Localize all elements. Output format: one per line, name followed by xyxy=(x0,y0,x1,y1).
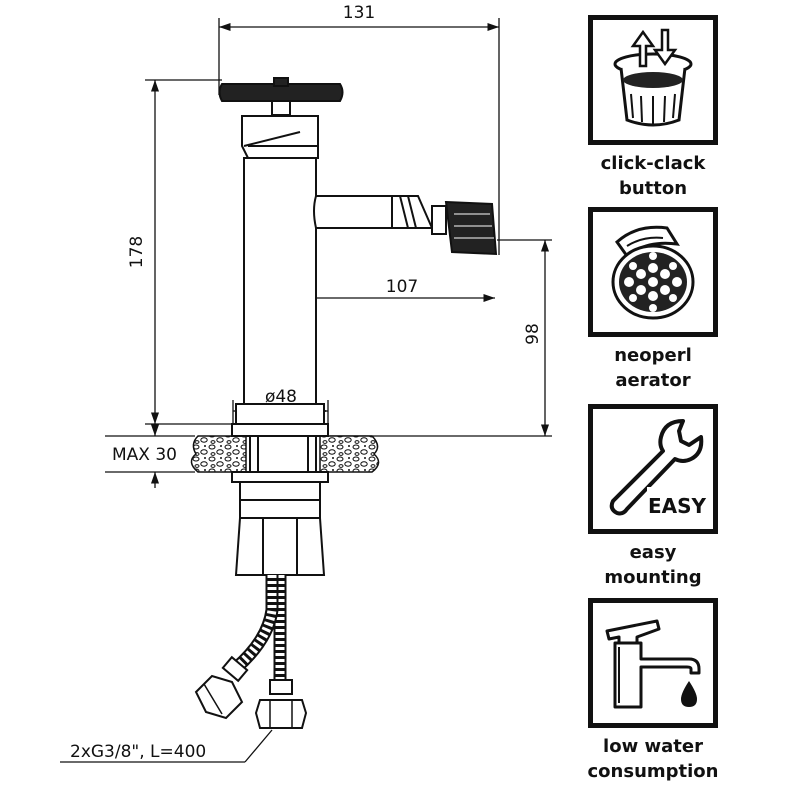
feature-click-clack: click-clack button xyxy=(578,15,728,201)
width-total-label: 131 xyxy=(343,3,375,23)
feature-low-water: low water consumption xyxy=(578,598,728,784)
feature-label-line2: consumption xyxy=(587,761,719,782)
spout-reach-label: 107 xyxy=(386,277,418,297)
feature-label-line1: easy xyxy=(629,542,677,563)
wrench-icon: EASY xyxy=(609,419,707,519)
feature-label-line2: button xyxy=(618,178,688,199)
feature-label-line2: aerator xyxy=(615,370,691,391)
max-thickness-label: MAX 30 xyxy=(112,445,177,465)
countertop xyxy=(190,435,380,473)
feature-box xyxy=(588,207,718,337)
spout-height-label: 98 xyxy=(523,323,543,345)
feature-label: neoperl aerator xyxy=(578,343,728,393)
hoses xyxy=(194,575,308,729)
feature-label: click-clack button xyxy=(578,151,728,201)
feature-box xyxy=(588,598,718,728)
feature-label-line1: low water xyxy=(603,736,703,757)
feature-label-line1: neoperl xyxy=(614,345,692,366)
feature-label: low water consumption xyxy=(578,734,728,784)
feature-easy-mounting: EASY easy mounting xyxy=(578,404,728,590)
hoses-label: 2xG3/8", L=400 xyxy=(70,742,206,762)
feature-label: easy mounting xyxy=(578,540,728,590)
faucet-technical-drawing: 131 178 107 98 ø48 MAX 30 2xG3/8", L=400 xyxy=(60,3,552,763)
feature-aerator: neoperl aerator xyxy=(578,207,728,393)
easy-badge: EASY xyxy=(648,494,707,518)
click-clack-button-icon xyxy=(613,28,693,127)
mounting-parts xyxy=(231,435,329,576)
feature-box xyxy=(588,15,718,145)
feature-label-line1: click-clack xyxy=(600,153,706,174)
faucet-body xyxy=(218,77,498,437)
feature-box: EASY xyxy=(588,404,718,534)
feature-label-line2: mounting xyxy=(604,567,702,588)
height-total-label: 178 xyxy=(127,236,147,268)
body-diameter-label: ø48 xyxy=(265,387,297,407)
faucet-water-drop-icon xyxy=(605,619,701,709)
aerator-icon xyxy=(611,225,695,320)
